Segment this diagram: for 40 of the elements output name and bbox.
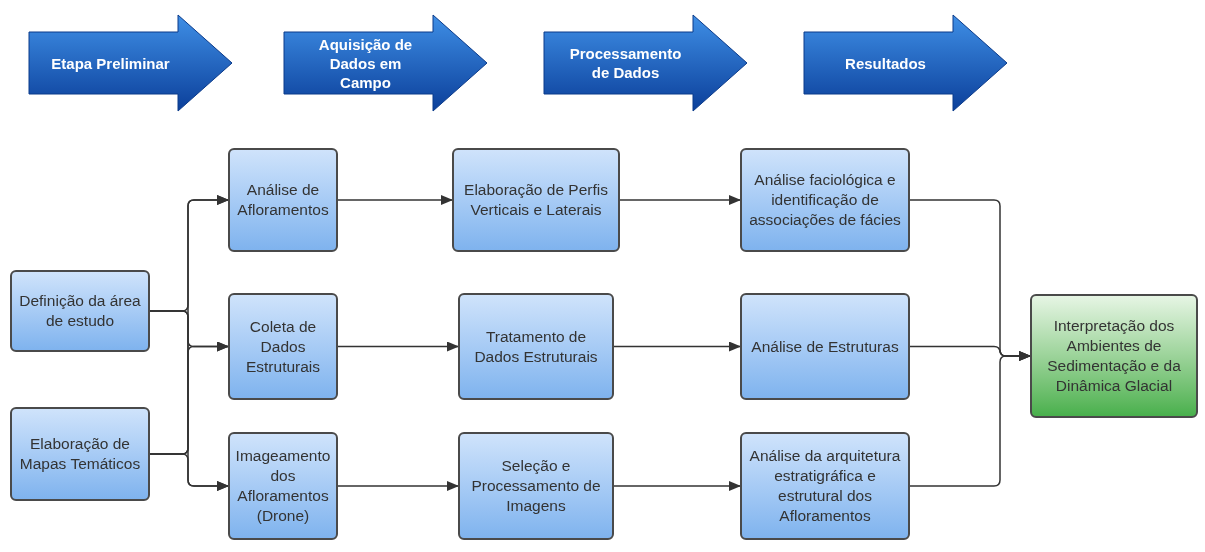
stage-arrow [283, 14, 488, 112]
box-label: Elaboração de Perfis Verticais e Laterais [463, 180, 609, 220]
box-label: Definição da área de estudo [18, 291, 142, 331]
stage-arrow [28, 14, 233, 112]
stage-label: Aquisição de Dados em Campo [317, 34, 414, 92]
arrow [337, 481, 459, 491]
box-label: Seleção e Processamento de Imagens [470, 456, 602, 516]
box-label: Coleta de Dados Estruturais [244, 316, 322, 377]
stage-arrow [543, 14, 748, 112]
arrow [337, 195, 453, 205]
box-label: Interpretação dos Ambientes de Sedimentação e da Dinâmica Glacial [1046, 316, 1182, 396]
stage-label: Resultados [845, 53, 926, 73]
process-box [740, 148, 910, 252]
arrow [613, 481, 741, 491]
box-label: Análise de Afloramentos [236, 180, 330, 220]
process-box [458, 432, 614, 540]
result-box [1030, 294, 1198, 418]
box-label: Análise da arquitetura estratigráfica e estrutural dos Afloramentos [748, 446, 902, 526]
arrow [909, 351, 1031, 487]
process-box [228, 293, 338, 400]
box-label: Imageamento dos Afloramentos (Drone) [234, 446, 332, 526]
arrow [337, 341, 459, 352]
box-label: Análise faciológica e identificação de associações de fácies [748, 170, 902, 230]
arrow [149, 453, 229, 491]
process-box [452, 148, 620, 252]
process-box [740, 432, 910, 540]
process-box [228, 148, 338, 252]
process-box [458, 293, 614, 400]
process-box [740, 293, 910, 400]
box-label: Elaboração de Mapas Temáticos [18, 434, 142, 474]
arrow [619, 195, 741, 205]
process-box [228, 432, 338, 540]
process-box [10, 407, 150, 501]
arrow [613, 341, 741, 352]
stage-arrow [803, 14, 1008, 112]
stage-label: Processamento de Dados [568, 44, 683, 82]
stage-label: Etapa Preliminar [51, 53, 170, 73]
box-label: Tratamento de Dados Estruturais [473, 326, 599, 367]
box-label: Análise de Estruturas [751, 336, 899, 357]
process-box [10, 270, 150, 352]
